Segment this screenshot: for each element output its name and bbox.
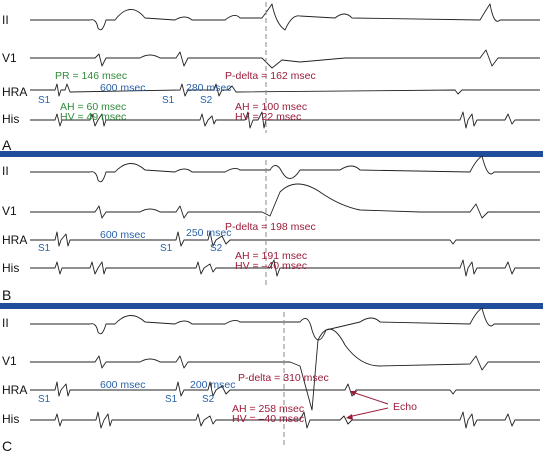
annotation-cycle-length: 600 msec xyxy=(100,229,146,241)
echo-arrow-hra xyxy=(351,391,389,405)
annotation-coupling-interval: 280 msec xyxy=(186,82,232,94)
annotation-cycle-length: 600 msec xyxy=(100,379,146,391)
stim-label-s1: S1 xyxy=(38,95,51,106)
lead-label-ii: II xyxy=(2,13,9,27)
echo-arrowhead-hra xyxy=(350,391,357,396)
panel-a: II V1 HRA His S1 S1 S2 PR = 146 msec AH … xyxy=(2,2,540,153)
annotation-p-delta: P-delta = 162 msec xyxy=(225,70,316,82)
lead-label-v1: V1 xyxy=(2,51,17,65)
lead-label-hra: HRA xyxy=(2,233,27,247)
annotation-cycle-length: 600 msec xyxy=(100,82,146,94)
trace-his xyxy=(30,111,540,129)
trace-v1 xyxy=(30,49,540,69)
panel-letter-c: C xyxy=(2,438,12,454)
lead-label-his: His xyxy=(2,412,19,426)
annotation-echo: Echo xyxy=(393,401,417,413)
annotation-coupling-interval: 250 msec xyxy=(186,227,232,239)
lead-label-his: His xyxy=(2,261,19,275)
annotation-hv: HV = 22 msec xyxy=(235,111,301,123)
annotation-ah: AH = 191 msec xyxy=(235,250,307,262)
lead-label-v1: V1 xyxy=(2,204,17,218)
annotation-hv: HV = –40 msec xyxy=(232,413,304,425)
annotation-coupling-interval: 200 msec xyxy=(190,379,236,391)
annotation-ah: AH = 60 msec xyxy=(60,101,126,113)
echo-arrow-his xyxy=(347,407,389,418)
stim-label-s1: S1 xyxy=(165,394,178,405)
panel-divider xyxy=(0,151,543,157)
lead-label-hra: HRA xyxy=(2,383,27,397)
trace-ii xyxy=(30,3,540,31)
panel-b: II V1 HRA His S1 S1 S2 600 msec 250 msec… xyxy=(2,155,540,303)
stim-label-s1: S1 xyxy=(162,95,175,106)
stim-label-s2: S2 xyxy=(202,394,215,405)
annotation-ah: AH = 100 msec xyxy=(235,101,307,113)
trace-v1 xyxy=(30,183,540,219)
annotation-ah: AH = 258 msec xyxy=(232,403,304,415)
lead-label-ii: II xyxy=(2,316,9,330)
stim-label-s2: S2 xyxy=(210,243,223,254)
annotation-hv: HV = 49 msec xyxy=(60,111,126,123)
panel-letter-b: B xyxy=(2,287,11,303)
stim-label-s1: S1 xyxy=(38,394,51,405)
trace-hra xyxy=(30,231,540,247)
trace-his xyxy=(30,259,540,277)
annotation-p-delta: P-delta = 310 msec xyxy=(238,372,329,384)
annotation-p-delta: P-delta = 198 msec xyxy=(225,221,316,233)
panel-letter-a: A xyxy=(2,137,12,153)
lead-label-v1: V1 xyxy=(2,354,17,368)
lead-label-his: His xyxy=(2,112,19,126)
lead-label-ii: II xyxy=(2,164,9,178)
stim-label-s1: S1 xyxy=(38,243,51,254)
annotation-hv: HV = –40 msec xyxy=(235,260,307,272)
panel-divider xyxy=(0,303,543,309)
trace-hra xyxy=(30,83,540,97)
annotation-pr: PR = 146 msec xyxy=(55,70,127,82)
lead-label-hra: HRA xyxy=(2,85,27,99)
trace-ii xyxy=(30,155,540,183)
trace-v1 xyxy=(30,328,540,411)
stim-label-s2: S2 xyxy=(200,95,213,106)
trace-ii xyxy=(30,307,540,341)
trace-his xyxy=(30,411,540,429)
stim-label-s1: S1 xyxy=(160,243,173,254)
panel-c: II V1 HRA His S1 S1 S2 600 msec 200 msec… xyxy=(2,307,540,454)
echo-arrowhead-his xyxy=(346,414,353,420)
